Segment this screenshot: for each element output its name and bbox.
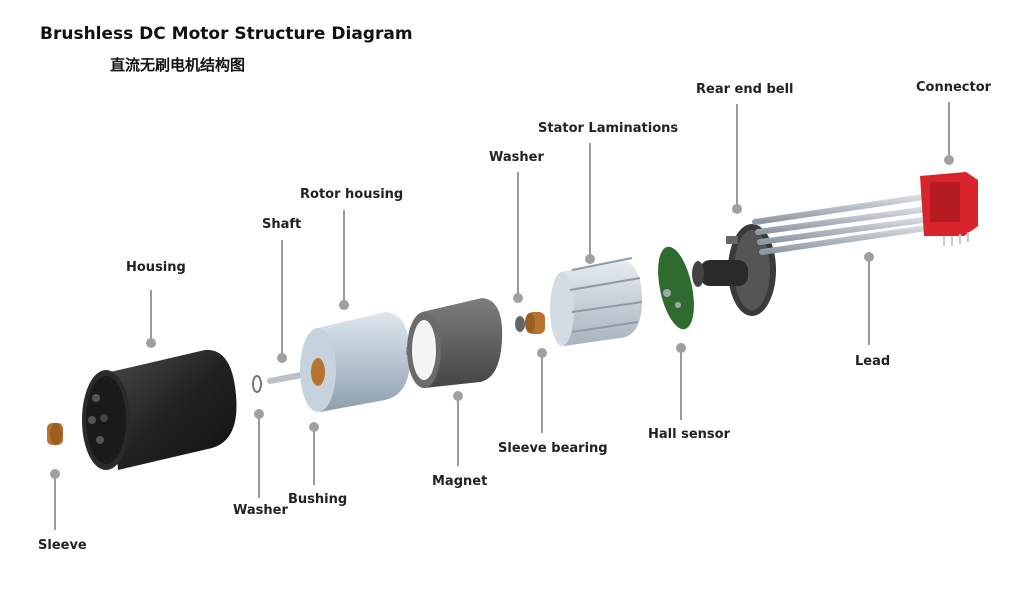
label-sleeve-bearing: Sleeve bearing: [498, 441, 608, 456]
label-shaft: Shaft: [262, 217, 302, 232]
label-washer-right: Washer: [489, 150, 544, 165]
sleeve-bearing-part: [525, 312, 545, 334]
leader-dots: [50, 155, 954, 479]
rotor-housing-part: [300, 312, 414, 412]
diagram-title: Brushless DC Motor Structure Diagram: [40, 24, 413, 44]
stator-laminations-part: [550, 257, 643, 346]
leader-lines: [54, 102, 950, 530]
diagram-subtitle: 直流无刷电机结构图: [110, 56, 246, 74]
washer-left-part: [252, 375, 262, 393]
label-hall-sensor: Hall sensor: [648, 427, 730, 442]
label-rotor-housing: Rotor housing: [300, 187, 404, 202]
label-washer-left: Washer: [233, 503, 288, 518]
label-sleeve: Sleeve: [38, 538, 87, 553]
label-rear-end-bell: Rear end bell: [696, 82, 794, 97]
label-magnet: Magnet: [432, 474, 488, 489]
lead-wires-part: [752, 193, 943, 255]
connector-part: [920, 172, 978, 246]
washer-right-part: [515, 316, 525, 332]
label-bushing: Bushing: [288, 492, 348, 507]
housing-part: [82, 349, 237, 470]
label-stator-laminations: Stator Laminations: [538, 121, 679, 136]
magnet-part: [407, 298, 503, 388]
label-lead: Lead: [855, 354, 891, 369]
label-housing: Housing: [126, 260, 186, 275]
sleeve-part: [47, 423, 63, 445]
hall-sensor-part: [658, 246, 694, 330]
rear-end-bell-part: [692, 224, 776, 316]
label-connector: Connector: [916, 80, 992, 95]
